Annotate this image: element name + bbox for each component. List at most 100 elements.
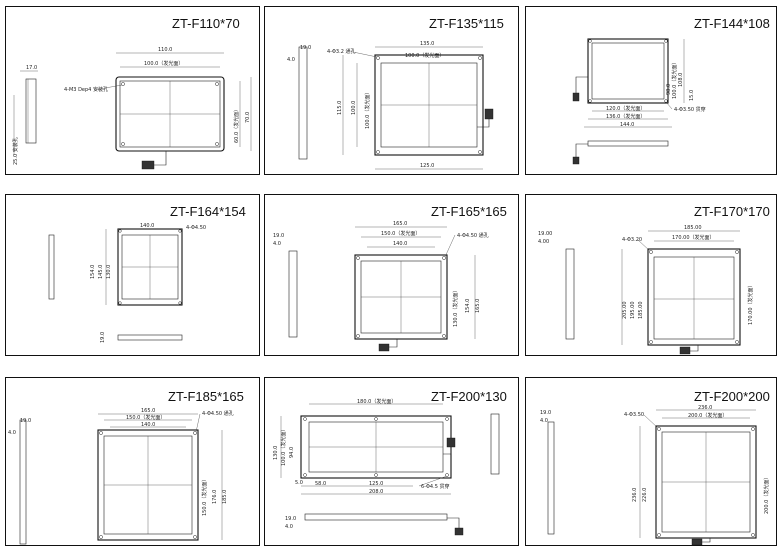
cable <box>447 517 460 528</box>
dim-label: 100.0 <box>351 101 357 115</box>
dim-label: 4-Φ4.50 <box>186 225 206 231</box>
dim-label: 200.0（发光面） <box>763 475 770 514</box>
drawing-panel-zt-f200x130: ZT-F200*130 180.0（发光面） 130.0 100.0（发光面） … <box>264 377 519 546</box>
connector <box>378 343 390 352</box>
mounting-hole <box>178 301 182 305</box>
dim-label: 98.0 <box>666 84 672 95</box>
dim-label: 205.00 <box>622 302 628 320</box>
drawing-panel-zt-f165x165: ZT-F165*165 19.0 4.0 165.0 150.0（发光面） 14… <box>264 194 519 356</box>
mounting-hole <box>99 431 103 435</box>
cable <box>154 151 167 166</box>
mounting-hole <box>657 533 661 537</box>
mounting-hole <box>374 473 378 477</box>
dim-label: 5.0 <box>295 480 303 486</box>
dim-label: 70.0 <box>245 112 251 123</box>
dim-label: 110.0 <box>158 47 172 53</box>
panel-title: ZT-F200*200 <box>694 389 770 404</box>
mounting-hole <box>178 229 182 233</box>
cable <box>575 143 588 157</box>
panel-title: ZT-F135*115 <box>429 16 504 31</box>
dim-label: 140.0 <box>393 241 407 247</box>
dim-label: 4.0 <box>540 418 548 424</box>
dim-label: 236.0 <box>632 488 638 502</box>
side-view-body <box>19 419 27 545</box>
mounting-hole <box>751 533 755 537</box>
leader-line <box>637 239 651 252</box>
dim-label: 100.0（发光面） <box>144 60 183 67</box>
dim-label: 4-Φ3.50 <box>624 412 644 418</box>
drawing-zt-f165x165: ZT-F165*165 19.0 4.0 165.0 150.0（发光面） 14… <box>273 204 507 352</box>
connector <box>572 92 580 102</box>
mounting-hole <box>735 250 739 254</box>
drawing-zt-f200x130: ZT-F200*130 180.0（发光面） 130.0 100.0（发光面） … <box>273 389 507 536</box>
dim-label: 4.0 <box>287 57 295 63</box>
connector <box>679 346 691 355</box>
cable <box>575 76 588 93</box>
light-panel-frame <box>97 429 199 541</box>
dim-label: 150.0（发光面） <box>126 414 165 421</box>
dim-label: 176.0 <box>212 490 218 504</box>
mounting-hole <box>121 142 125 146</box>
drawing-panel-zt-f164x154: ZT-F164*154 140.0 4-Φ4.50 154.0 145.0 13… <box>5 194 260 356</box>
drawing-zt-f135x115: ZT-F135*115 19.0 4.0 135.0 100.0（发光面） 4-… <box>287 16 504 170</box>
side-view-body <box>298 46 308 160</box>
mounting-hole <box>588 99 592 103</box>
dim-label: 165.0 <box>141 408 155 414</box>
leader-line <box>643 414 659 429</box>
drawing-zt-f144x108: ZT-F144*108 120.0（发光面） 136.0（发光面） 144.0 … <box>572 16 770 165</box>
dim-label: 208.0 <box>369 489 383 495</box>
dim-label: 185.00 <box>684 225 702 231</box>
dim-label: 108.0 <box>678 73 684 87</box>
mounting-hole <box>657 427 661 431</box>
emitting-surface <box>591 42 665 100</box>
drawing-zt-f200x200: ZT-F200*200 19.0 4.0 236.0 200.0（发光面） 4-… <box>540 389 770 546</box>
panel-title: ZT-F164*154 <box>170 204 246 219</box>
dim-label: 145.0 <box>98 265 104 279</box>
dim-label: 154.0 <box>90 265 96 279</box>
dim-label: 144.0 <box>620 122 634 128</box>
dim-label: 4-Φ4.50 通孔 <box>457 232 489 239</box>
mounting-hole <box>356 334 360 338</box>
dim-label: 125.0 <box>420 163 434 169</box>
dim-label: 100.0（发光面） <box>280 427 287 466</box>
dim-label: 185.0 <box>222 490 228 504</box>
mounting-hole <box>588 39 592 43</box>
dim-label: 135.0 <box>420 41 434 47</box>
dim-label: 100.0（发光面） <box>405 52 444 59</box>
side-view-body <box>288 250 298 338</box>
dim-label: 115.0 <box>337 101 343 115</box>
dim-label: 4-Φ3.20 <box>622 237 642 243</box>
connector <box>691 538 703 546</box>
light-panel-frame <box>587 38 669 104</box>
light-panel-frame <box>647 248 741 346</box>
mounting-hole <box>215 82 219 86</box>
dim-label: 130.0（发光面） <box>452 288 459 327</box>
dim-label: 19.0 <box>300 45 311 51</box>
leader-line <box>418 475 448 487</box>
dim-label: 200.0（发光面） <box>688 412 727 419</box>
dim-label: 195.00 <box>630 302 636 320</box>
dim-label: 4.0 <box>285 524 293 530</box>
mounting-hole <box>751 427 755 431</box>
dim-label: 4.0 <box>8 430 16 436</box>
side-view-body <box>565 248 575 340</box>
dim-label: 4-M3 Dep4 安装孔 <box>64 86 108 93</box>
dim-label: 100.0（发光面） <box>671 60 678 99</box>
dim-label: 150.0（发光面） <box>381 230 420 237</box>
light-panel-frame <box>115 76 225 152</box>
mounting-hole <box>303 417 307 421</box>
cable <box>702 538 711 543</box>
mounting-hole <box>118 229 122 233</box>
dim-label: 94.0 <box>289 447 295 458</box>
panel-title: ZT-F144*108 <box>694 16 770 31</box>
mounting-hole <box>478 150 482 154</box>
dim-label: 60.0（发光面） <box>233 107 240 143</box>
dim-label: 58.0 <box>315 481 326 487</box>
dim-label: 180.0（发光面） <box>357 398 396 405</box>
dim-label: 19.0 <box>285 516 296 522</box>
drawing-zt-f110x70: ZT-F110*70 17.0 25.0 安装孔 110.0 100.0（发光面… <box>12 16 252 170</box>
dim-label: 19.0 <box>100 332 106 343</box>
mounting-hole <box>664 39 668 43</box>
dim-label: 165.0 <box>393 221 407 227</box>
panel-title: ZT-F185*165 <box>168 389 244 404</box>
